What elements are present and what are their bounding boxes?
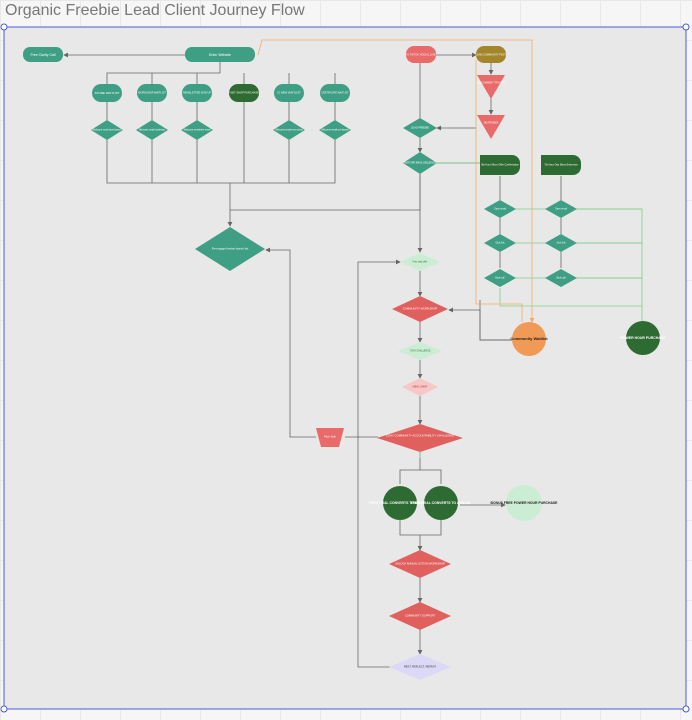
node-label: VISIT SHOP PURCHASE [229,91,259,95]
diamond-newsletter[interactable]: Welcome newsletter email [181,120,213,140]
node-label: NEWSLETTER SIGN UP [183,92,211,95]
frame-handle-tl[interactable] [0,23,8,31]
triangle-dm-trigger[interactable]: DM COMMENT TRIGGER [477,75,505,99]
node-label: Welcome email new cohort [275,129,303,132]
frame-handle-tr[interactable] [682,23,690,31]
diamond-left-1[interactable]: Open email [484,200,516,218]
node-label: Free Clarity Call [30,53,55,57]
funnel-pitch-sale[interactable]: Pitch Sale [316,428,344,447]
page-title: Organic Freebie Lead Client Journey Flow [5,2,305,19]
connectors-orange [257,39,535,323]
node-label: Click link [495,243,505,245]
diamond-community-support[interactable]: COMMUNITY SUPPORT [389,602,451,630]
diamond-challenge[interactable]: 7 DAY CHALLENGE [398,342,442,360]
diamond-ci[interactable]: Welcome email new cohort [273,120,305,140]
node-label: Welcome email store launch [93,129,123,132]
node-label: Free trial offer [413,261,428,264]
frame-handle-bl[interactable] [0,705,8,713]
node-label: LEAD FREEBIE [411,127,429,130]
node-label: Book call [495,278,505,280]
node-label: Welcome newsletter email [184,129,211,132]
node-label: COMMUNITY WORKSHOP [403,307,438,311]
diamond-re-engage[interactable]: Re-engage freebie launch list [195,227,265,271]
node-newsletter-sign-up[interactable]: NEWSLETTER SIGN UP [182,84,212,102]
node-label: CERTIFICATE WAITLIST [321,92,349,95]
diamond-rest-reflect[interactable]: REST, REFLECT, REPEAT [389,654,451,680]
diamond-right-2[interactable]: Click link [545,234,577,252]
node-label: CI NEW WAITLIST [277,91,301,95]
diamond-meal-swap[interactable]: MEAL SWAP [402,378,438,396]
diamond-store[interactable]: Welcome email store launch [91,120,123,140]
node-label: Click link [556,243,566,245]
node-label: DM FREEBIE [484,122,499,125]
diamond-left-2[interactable]: Click link [484,234,516,252]
node-community-waitlist[interactable]: Community Waitlist [510,322,548,356]
node-label: MEAL SWAP [413,386,428,389]
diamond-workshop[interactable]: Welcome email workshop [136,120,168,140]
node-certificate-waitlist[interactable]: CERTIFICATE WAITLIST [320,84,350,102]
node-label: Re-engage freebie launch list [212,247,249,251]
node-label: STORE WAITLIST [95,91,120,95]
node-bonus-power-hour[interactable]: BONUS FREE POWER HOUR PURCHASE [491,485,559,521]
node-label: Community Waitlist [510,336,548,341]
node-visit-shop[interactable]: VISIT SHOP PURCHASE [229,84,259,102]
node-community-post[interactable]: LEAD COMMUNITY POST [476,46,507,63]
node-label: DM COMMENT TRIGGER [477,82,505,85]
diamond-lead-freebie[interactable]: LEAD FREEBIE [403,118,437,138]
node-free-trial-annual[interactable]: FREE TRIAL CONVERTS TO ANNUAL [411,486,471,520]
node-label: POWER HOUR PURCHASE [620,336,666,340]
node-workshop-waitlist[interactable]: WORKSHOP WAITLIST [137,84,167,102]
node-label: NURTURE EMAIL SEQUENCE [404,162,437,165]
node-label: UNLOCK ANNUAL ACTION WORKSHOP [395,562,445,566]
diamond-right-1[interactable]: Open email [545,200,577,218]
node-label: Enter Website [209,53,231,57]
node-label: FREE TRIAL CONVERTS TO MONTHLY [369,501,432,505]
frame-handle-br[interactable] [682,705,690,713]
node-label: LEAD COMMUNITY POST [476,54,507,57]
connectors-gray [63,52,562,668]
board-frame [3,26,687,710]
node-enter-website[interactable]: Enter Website [185,47,255,62]
diamond-cert[interactable]: Welcome email cert launch [319,120,351,140]
diamond-community-workshop[interactable]: COMMUNITY WORKSHOP [392,296,448,322]
node-label: Welcome email cert launch [321,129,349,132]
node-micro-offer[interactable]: 7th Hour Drip Micro Extension [541,155,581,175]
node-label: REST, REFLECT, REPEAT [404,665,437,669]
node-label: 5 DAY COMMUNITY ACCOUNTABILITY CHALLENGE [386,434,454,438]
node-label: FREE TRIAL CONVERTS TO ANNUAL [411,501,471,505]
node-email-power[interactable]: 5th Hour Micro Offer Confirmation [480,155,520,175]
node-label: 7th Hour Drip Micro Extension [544,164,578,167]
node-free-clarity-call[interactable]: Free Clarity Call [23,47,63,62]
diamond-unlock-workshop[interactable]: UNLOCK ANNUAL ACTION WORKSHOP [389,550,451,578]
node-label: Book call [556,278,566,280]
node-label: Open email [494,209,506,211]
node-ci-new-waitlist[interactable]: CI NEW WAITLIST [274,84,304,102]
node-label: Pitch Sale [324,435,336,439]
diamond-left-3[interactable]: Book call [484,269,516,287]
diamond-nurture-sequence[interactable]: NURTURE EMAIL SEQUENCE [403,152,437,174]
node-label: COMMUNITY SUPPORT [405,614,436,618]
node-label: 7 DAY CHALLENGE [410,350,431,353]
diamond-trial-offer[interactable]: Free trial offer [400,253,440,271]
node-label: IG TIKTOK SOCIAL LIVE [406,53,435,57]
triangle-dm-freebie[interactable]: DM FREEBIE [477,115,505,139]
node-power-hour[interactable]: POWER HOUR PURCHASE [620,321,666,355]
node-label: Welcome email workshop [139,129,166,132]
diamond-right-3[interactable]: Book call [545,269,577,287]
node-label: WORKSHOP WAITLIST [138,91,166,95]
node-free-trial-monthly[interactable]: FREE TRIAL CONVERTS TO MONTHLY [369,486,432,520]
node-store-waitlist[interactable]: STORE WAITLIST [92,84,122,102]
node-social-live[interactable]: IG TIKTOK SOCIAL LIVE [406,46,436,63]
node-label: BONUS FREE POWER HOUR PURCHASE [491,501,559,505]
node-label: Open email [555,209,567,211]
node-label: 5th Hour Micro Offer Confirmation [481,164,519,167]
diamond-accountability[interactable]: 5 DAY COMMUNITY ACCOUNTABILITY CHALLENGE [377,424,463,452]
